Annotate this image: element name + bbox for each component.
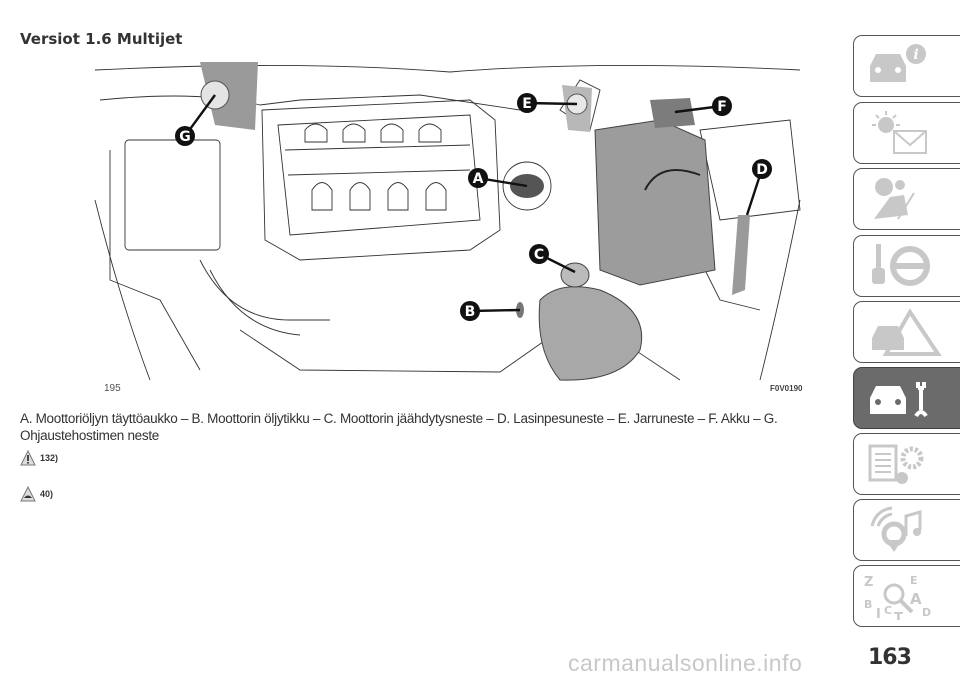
svg-text:I: I xyxy=(876,607,881,620)
svg-text:T: T xyxy=(894,611,903,620)
warning-ref[interactable]: 132) xyxy=(40,453,59,463)
svg-text:E: E xyxy=(910,574,918,587)
svg-text:B: B xyxy=(864,598,872,611)
svg-text:C: C xyxy=(884,604,892,617)
multimedia-icon xyxy=(870,506,922,552)
tab-maintenance[interactable] xyxy=(853,367,960,429)
svg-text:i: i xyxy=(913,47,918,63)
callout-d: D xyxy=(752,159,772,179)
tab-starting-driving[interactable] xyxy=(853,235,960,297)
watermark: carmanualsonline.info xyxy=(568,650,803,676)
callout-b: B xyxy=(460,301,480,321)
svg-text:E: E xyxy=(522,96,532,112)
key-steering-wheel-icon xyxy=(872,244,930,286)
callout-a: A xyxy=(468,168,488,188)
svg-text:D: D xyxy=(756,162,768,178)
environment-note: 40) xyxy=(20,486,53,502)
warning-light-envelope-icon xyxy=(872,111,927,154)
svg-text:A: A xyxy=(473,171,484,187)
svg-text:D: D xyxy=(922,606,931,619)
tab-car-info[interactable]: i xyxy=(853,35,960,97)
environment-triangle-icon xyxy=(20,486,36,502)
callout-g: G xyxy=(175,126,195,146)
svg-text:Z: Z xyxy=(864,575,873,590)
tab-multimedia[interactable] xyxy=(853,499,960,561)
figure-caption: A. Moottoriöljyn täyttöaukko – B. Mootto… xyxy=(20,411,778,443)
tab-technical-data[interactable] xyxy=(853,433,960,495)
svg-text:F: F xyxy=(717,99,727,115)
car-info-icon: i xyxy=(870,44,926,82)
svg-text:B: B xyxy=(465,304,476,320)
specs-gears-icon xyxy=(868,444,924,484)
warning-triangle-icon xyxy=(20,450,36,466)
engine-bay-illustration: A B C D E F G xyxy=(94,62,801,381)
svg-text:A: A xyxy=(910,590,922,608)
tab-warning-lights[interactable] xyxy=(853,102,960,164)
page-number: 163 xyxy=(868,645,912,670)
callout-e: E xyxy=(517,93,537,113)
car-wrench-icon xyxy=(870,382,928,418)
callout-f: F xyxy=(712,96,732,116)
callout-c: C xyxy=(529,244,549,264)
tab-emergency[interactable] xyxy=(853,301,960,363)
svg-text:G: G xyxy=(179,129,191,145)
car-breakdown-triangle-icon xyxy=(872,308,942,356)
warning-note: 132) xyxy=(20,450,58,466)
tab-safety[interactable] xyxy=(853,168,960,230)
environment-ref[interactable]: 40) xyxy=(40,489,54,499)
section-title: Versiot 1.6 Multijet xyxy=(20,30,183,48)
svg-text:C: C xyxy=(534,247,544,263)
airbag-seat-icon xyxy=(874,178,915,220)
figure-number: 195 xyxy=(104,383,121,394)
figure-code: F0V0190 xyxy=(770,384,803,393)
